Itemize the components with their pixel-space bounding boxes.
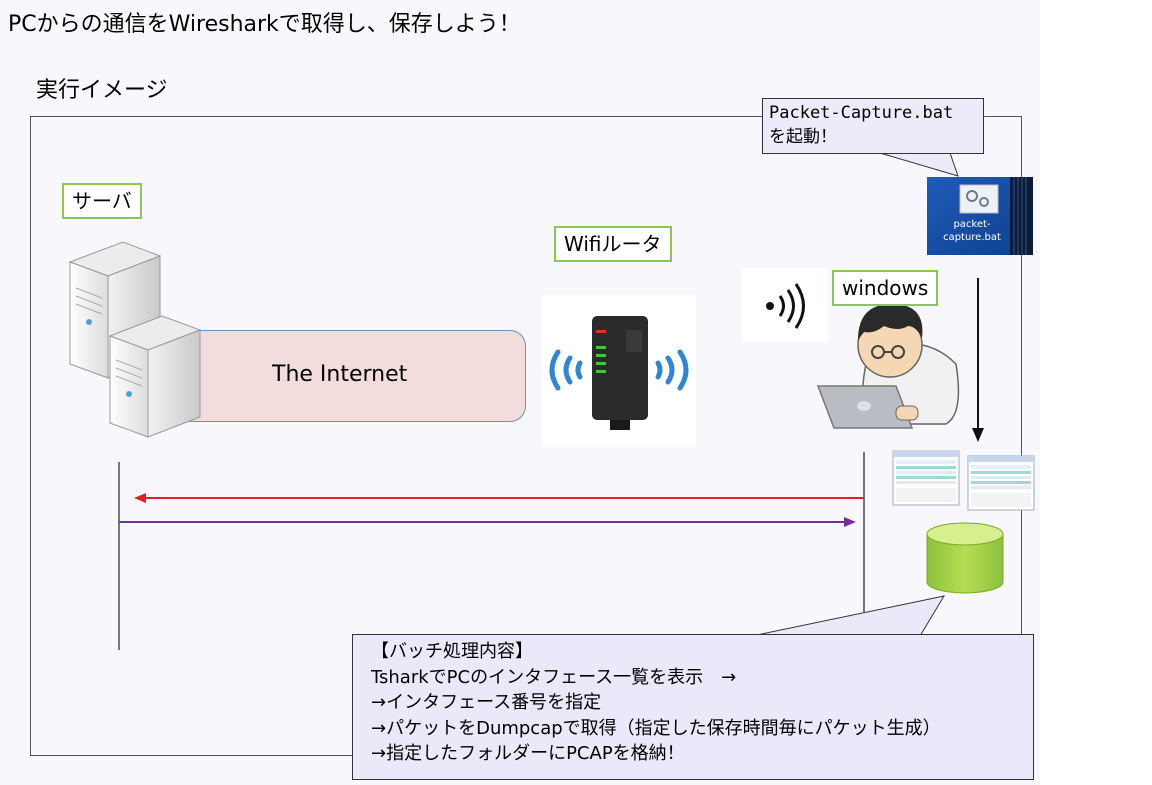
page-title: PCからの通信をWiresharkで取得し、保存しよう！ — [8, 12, 521, 37]
wifi-signal-bg — [742, 268, 828, 342]
bat-launch-callout: Packet-Capture.bat を起動！ — [762, 98, 984, 154]
batch-step-3: →パケットをDumpcapで取得（指定した保存時間毎にパケット生成） — [371, 717, 941, 739]
server-front-icon — [108, 315, 202, 438]
wifi-signal-icon — [766, 283, 805, 329]
bat-file-caption: packet-capture.bat — [943, 219, 1001, 243]
user-with-laptop-icon — [816, 304, 960, 429]
down-arrow — [972, 278, 984, 442]
server-label: サーバ — [62, 183, 142, 219]
callout-line-1: Packet-Capture.bat — [769, 103, 954, 123]
purple-arrow — [119, 517, 856, 527]
batch-step-4: →指定したフォルダーにPCAPを格納！ — [371, 743, 685, 764]
wireshark-screenshot-2 — [967, 455, 1035, 511]
windows-label: windows — [832, 270, 939, 306]
wireshark-screenshot-1 — [892, 450, 960, 506]
internet-cloud — [150, 330, 526, 422]
wifi-router-icon — [549, 316, 689, 430]
batch-step-1: TsharkでPCのインタフェース一覧を表示 → — [371, 666, 737, 688]
bat-file-icon[interactable] — [927, 177, 1033, 255]
router-label: Wifiルータ — [554, 226, 672, 262]
batch-process-box: 【バッチ処理内容】 TsharkでPCのインタフェース一覧を表示 → →インタフ… — [352, 634, 1034, 780]
batch-title: 【バッチ処理内容】 — [371, 641, 533, 662]
section-title: 実行イメージ — [36, 78, 168, 103]
internet-label: The Internet — [272, 362, 408, 387]
red-arrow — [134, 493, 864, 503]
batch-step-2: →インタフェース番号を指定 — [371, 692, 602, 713]
batch-pointer — [751, 595, 946, 637]
callout-pointer — [879, 152, 959, 177]
database-icon — [926, 522, 1004, 594]
callout-line-2: を起動！ — [769, 127, 837, 147]
